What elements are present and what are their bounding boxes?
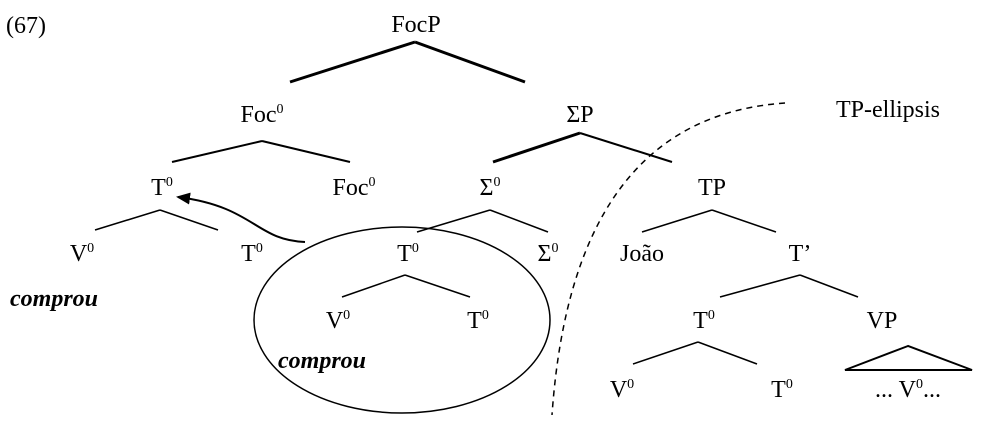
node-t0-circled: T0 — [397, 241, 419, 267]
circled-constituent — [253, 226, 551, 414]
node-sigma0: Σ0 — [479, 175, 501, 201]
branch-tbar-left — [719, 274, 801, 298]
node-t0-circled-lower: T0 — [467, 308, 489, 334]
ellipsis-boundary — [551, 102, 786, 416]
node-vp-content: ... V0... — [875, 377, 941, 403]
branch-foc0-right — [261, 140, 351, 163]
node-v0-circled: V0 — [325, 308, 351, 334]
node-t0-bottom: T0 — [771, 377, 793, 403]
node-focp: FocP — [391, 12, 441, 38]
branch-circled-t0-left — [341, 274, 406, 298]
branch-t0right-right — [697, 341, 758, 365]
node-foc0-head: Foc0 — [240, 102, 284, 128]
node-t0-right: T0 — [693, 308, 715, 334]
node-sigma0-lower: Σ0 — [537, 241, 559, 267]
node-tp: TP — [697, 175, 727, 201]
branch-tbar-right — [799, 274, 859, 298]
verb-comprou-circled: comprou — [278, 348, 367, 374]
branch-circled-t0-right — [404, 274, 471, 298]
branch-sigma0-right — [489, 209, 549, 233]
branch-t0moved-right — [159, 209, 219, 231]
node-joao: João — [620, 241, 664, 267]
node-t0-left: T0 — [241, 241, 263, 267]
example-number: (67) — [6, 13, 46, 39]
vp-triangle — [844, 344, 973, 371]
branch-t0right-left — [632, 341, 699, 365]
branch-t0moved-left — [94, 209, 161, 231]
branch-sigmap-left — [492, 131, 581, 164]
ellipsis-label: TP-ellipsis — [836, 97, 941, 123]
node-t0-moved: T0 — [151, 175, 173, 201]
movement-arrow — [176, 192, 306, 243]
node-v0-bottom: V0 — [609, 377, 635, 403]
node-vp: VP — [866, 308, 898, 334]
branch-tp-right — [711, 209, 777, 233]
branch-sigmap-right — [579, 132, 673, 163]
node-foc0-lower: Foc0 — [332, 175, 376, 201]
node-sigma-p: ΣP — [566, 102, 594, 128]
verb-comprou-left: comprou — [10, 286, 99, 312]
branch-focp-left — [289, 40, 416, 84]
node-v0-left: V0 — [69, 241, 95, 267]
branch-tp-left — [641, 209, 713, 233]
branch-focp-right — [414, 40, 526, 84]
node-t-bar: T’ — [788, 241, 812, 267]
branch-foc0-left — [171, 140, 263, 163]
